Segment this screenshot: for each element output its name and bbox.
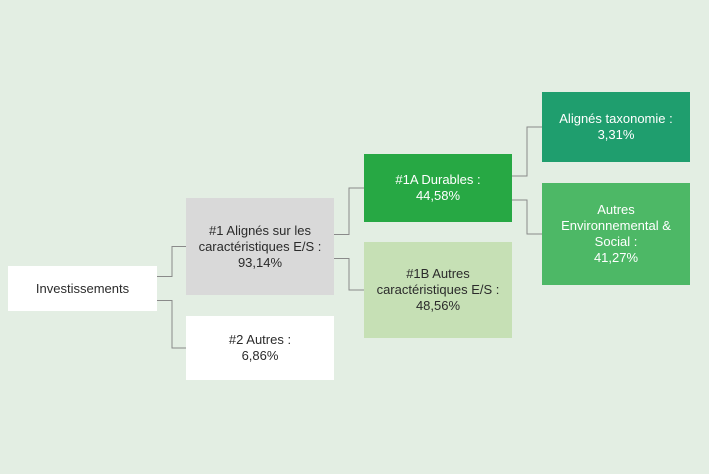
other-investments-label: #2 Autres : [228, 332, 292, 347]
taxonomy-aligned-value: 3,31% [597, 127, 635, 142]
taxonomy-aligned-node: Alignés taxonomie : 3,31% [542, 92, 690, 162]
other-es-value: 48,56% [415, 298, 461, 313]
environmental-social-node: Autres Environnemental & Social : 41,27% [542, 183, 690, 285]
taxonomy-aligned-label: Alignés taxonomie : [559, 111, 673, 126]
sustainable-value: 44,58% [415, 188, 461, 203]
environmental-social-label: Autres Environnemental & Social : [561, 202, 671, 249]
connector-es_aligned-to-sustainable [334, 187, 364, 235]
investments-node: Investissements [8, 266, 157, 311]
sustainable-node: #1A Durables : 44,58% [364, 154, 512, 222]
other-investments-node: #2 Autres : 6,86% [186, 316, 334, 380]
sustainable-label: #1A Durables : [395, 172, 481, 187]
connector-root-to-es_aligned [157, 246, 186, 277]
connector-sustainable-to-taxonomy [512, 126, 542, 177]
other-es-node: #1B Autres caractéristiques E/S : 48,56% [364, 242, 512, 338]
other-es-label: #1B Autres caractéristiques E/S : [376, 266, 500, 297]
connector-root-to-other [157, 300, 186, 349]
environmental-social-value: 41,27% [593, 250, 639, 265]
es-aligned-node: #1 Alignés sur les caractéristiques E/S … [186, 198, 334, 295]
es-aligned-label: #1 Alignés sur les caractéristiques E/S … [198, 222, 322, 254]
connector-es_aligned-to-other_es [334, 258, 364, 291]
other-investments-value: 6,86% [241, 348, 279, 363]
es-aligned-value: 93,14% [237, 254, 283, 270]
investments-label: Investissements [35, 280, 130, 296]
connector-sustainable-to-environmental_social [512, 199, 542, 235]
